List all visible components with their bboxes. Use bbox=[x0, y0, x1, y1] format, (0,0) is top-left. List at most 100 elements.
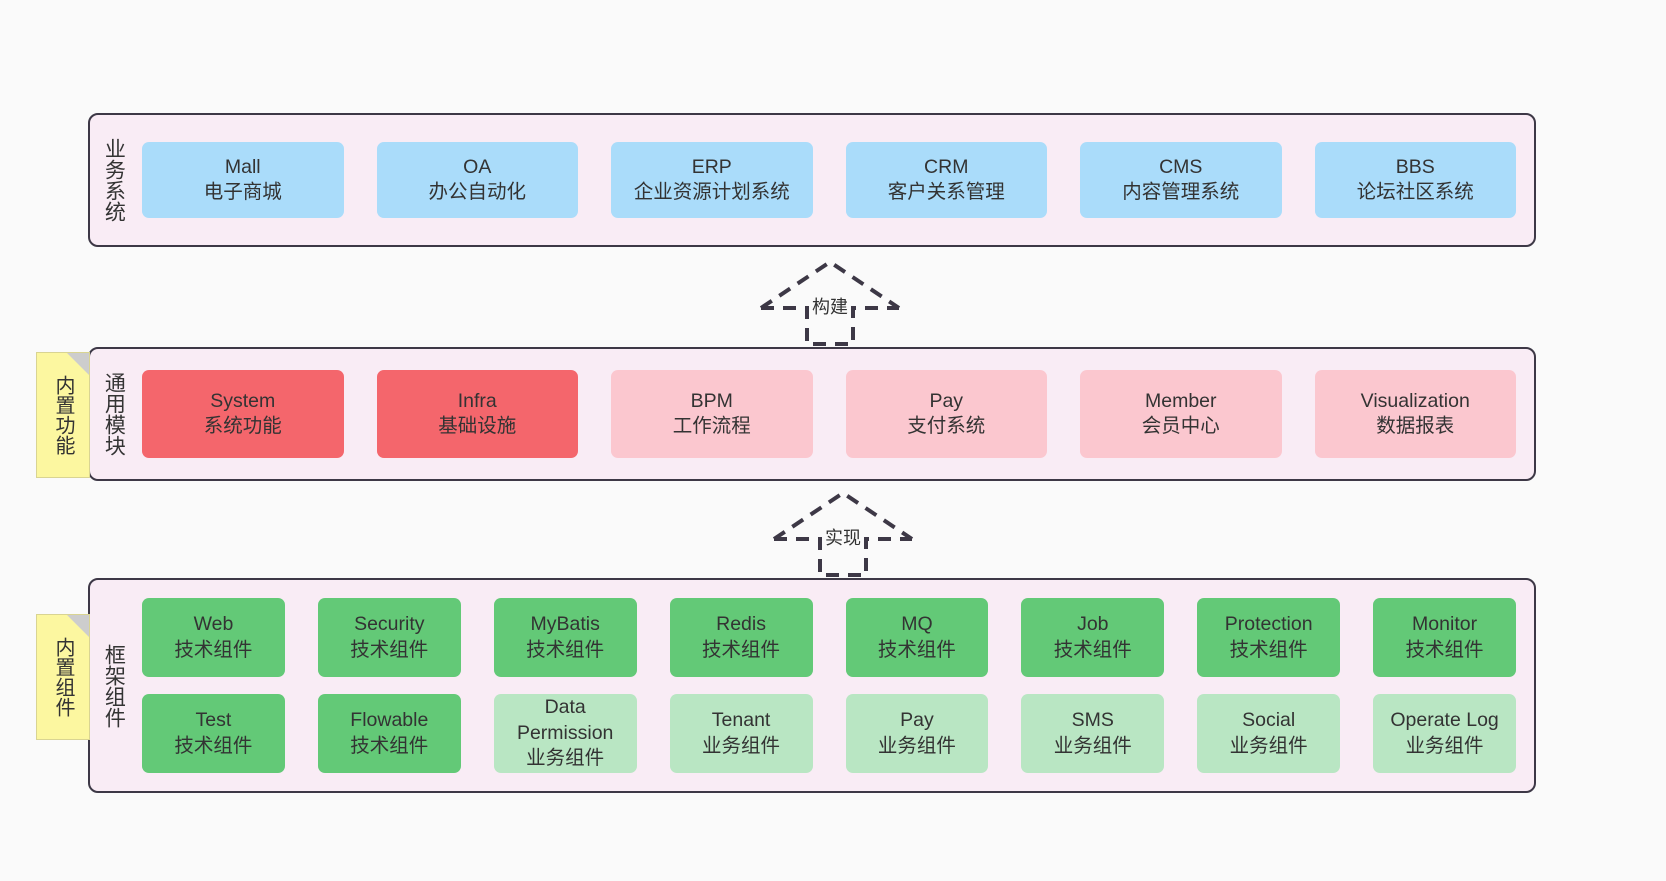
box-title: Data Permission bbox=[516, 696, 614, 744]
module-row: System 系统功能 Infra 基础设施 BPM 工作流程 Pay 支付系统… bbox=[142, 370, 1516, 458]
framework-box-tenant[interactable]: Tenant 业务组件 bbox=[669, 694, 813, 773]
framework-box-security[interactable]: Security 技术组件 bbox=[317, 598, 461, 677]
box-title: Visualization bbox=[1360, 389, 1470, 412]
box-subtitle: 论坛社区系统 bbox=[1356, 181, 1474, 203]
box-title: Test bbox=[195, 709, 232, 732]
box-subtitle: 技术组件 bbox=[174, 638, 253, 661]
box-title: Operate Log bbox=[1390, 709, 1499, 732]
box-subtitle: 业务组件 bbox=[1229, 734, 1308, 757]
layer-framework-body: Web 技术组件 Security 技术组件 MyBatis 技术组件 Redi… bbox=[136, 580, 1534, 791]
framework-box-monitor[interactable]: Monitor 技术组件 bbox=[1373, 598, 1516, 677]
module-box-pay[interactable]: Pay 支付系统 bbox=[845, 370, 1047, 458]
box-title: Pay bbox=[900, 709, 934, 732]
box-title: Flowable bbox=[350, 709, 429, 732]
layer-business-system: 业务系统 Mall 电子商城 OA 办公自动化 ERP 企业资源计划系统 CRM bbox=[88, 113, 1536, 247]
sticky-note-builtin-functions: 内置功能 bbox=[36, 352, 90, 478]
box-subtitle: 系统功能 bbox=[203, 415, 282, 437]
box-subtitle: 客户关系管理 bbox=[887, 181, 1005, 203]
framework-box-web[interactable]: Web 技术组件 bbox=[142, 598, 285, 677]
layer-business-body: Mall 电子商城 OA 办公自动化 ERP 企业资源计划系统 CRM 客户关系… bbox=[136, 115, 1534, 245]
box-title: SMS bbox=[1071, 709, 1114, 732]
box-subtitle: 技术组件 bbox=[174, 734, 253, 757]
layer-module-title: 通用模块 bbox=[102, 372, 126, 456]
box-title: BPM bbox=[690, 389, 733, 412]
framework-box-data-permission[interactable]: Data Permission 业务组件 bbox=[493, 694, 637, 773]
box-title: Redis bbox=[716, 613, 766, 636]
box-subtitle: 数据报表 bbox=[1376, 415, 1455, 437]
framework-box-mq[interactable]: MQ 技术组件 bbox=[845, 598, 989, 677]
arrow-build-label: 构建 bbox=[812, 297, 848, 317]
framework-box-social[interactable]: Social 业务组件 bbox=[1197, 694, 1341, 773]
box-subtitle: 技术组件 bbox=[702, 638, 781, 661]
box-subtitle: 工作流程 bbox=[672, 415, 751, 437]
layer-module-body: System 系统功能 Infra 基础设施 BPM 工作流程 Pay 支付系统… bbox=[136, 349, 1534, 479]
module-box-bpm[interactable]: BPM 工作流程 bbox=[611, 370, 813, 458]
sticky-note-label: 内置功能 bbox=[52, 375, 74, 455]
box-title: MQ bbox=[901, 613, 933, 636]
framework-box-operate-log[interactable]: Operate Log 业务组件 bbox=[1373, 694, 1516, 773]
box-subtitle: 业务组件 bbox=[526, 747, 605, 770]
box-subtitle: 业务组件 bbox=[1405, 734, 1484, 757]
layer-business-title: 业务系统 bbox=[102, 138, 126, 222]
fold-corner-icon bbox=[67, 615, 89, 637]
module-box-member[interactable]: Member 会员中心 bbox=[1080, 370, 1282, 458]
framework-box-mybatis[interactable]: MyBatis 技术组件 bbox=[493, 598, 637, 677]
box-title: MyBatis bbox=[530, 613, 600, 636]
box-title: CRM bbox=[924, 155, 969, 178]
module-box-system[interactable]: System 系统功能 bbox=[142, 370, 344, 458]
arrow-implement: 实现 bbox=[768, 487, 918, 579]
business-box-cms[interactable]: CMS 内容管理系统 bbox=[1080, 142, 1282, 218]
box-title: OA bbox=[463, 155, 492, 178]
framework-box-redis[interactable]: Redis 技术组件 bbox=[669, 598, 813, 677]
framework-box-sms[interactable]: SMS 业务组件 bbox=[1021, 694, 1165, 773]
box-title: Pay bbox=[929, 389, 964, 412]
business-box-bbs[interactable]: BBS 论坛社区系统 bbox=[1314, 142, 1516, 218]
box-title: Mall bbox=[224, 155, 261, 178]
box-subtitle: 技术组件 bbox=[1053, 638, 1132, 661]
box-title: CMS bbox=[1159, 155, 1203, 178]
arrow-head-chevron bbox=[772, 490, 914, 541]
box-title: Tenant bbox=[711, 709, 771, 732]
arrow-build: 构建 bbox=[755, 256, 905, 348]
business-box-oa[interactable]: OA 办公自动化 bbox=[376, 142, 578, 218]
box-subtitle: 技术组件 bbox=[877, 638, 956, 661]
module-box-infra[interactable]: Infra 基础设施 bbox=[376, 370, 578, 458]
module-box-visualization[interactable]: Visualization 数据报表 bbox=[1314, 370, 1516, 458]
business-row: Mall 电子商城 OA 办公自动化 ERP 企业资源计划系统 CRM 客户关系… bbox=[142, 142, 1516, 218]
box-subtitle: 企业资源计划系统 bbox=[633, 181, 790, 203]
box-subtitle: 技术组件 bbox=[350, 734, 429, 757]
box-subtitle: 支付系统 bbox=[907, 415, 986, 437]
box-title: Job bbox=[1077, 613, 1109, 636]
framework-box-protection[interactable]: Protection 技术组件 bbox=[1197, 598, 1341, 677]
framework-box-pay[interactable]: Pay 业务组件 bbox=[845, 694, 989, 773]
box-subtitle: 内容管理系统 bbox=[1122, 181, 1240, 203]
box-title: Social bbox=[1242, 709, 1296, 732]
sticky-note-label: 内置组件 bbox=[52, 637, 74, 717]
business-box-crm[interactable]: CRM 客户关系管理 bbox=[845, 142, 1047, 218]
box-title: BBS bbox=[1395, 155, 1435, 178]
box-subtitle: 业务组件 bbox=[702, 734, 781, 757]
business-box-mall[interactable]: Mall 电子商城 bbox=[142, 142, 344, 218]
box-title: Web bbox=[193, 613, 234, 636]
box-subtitle: 会员中心 bbox=[1141, 415, 1220, 437]
framework-box-flowable[interactable]: Flowable 技术组件 bbox=[317, 694, 461, 773]
box-title: Member bbox=[1144, 389, 1217, 412]
business-box-erp[interactable]: ERP 企业资源计划系统 bbox=[611, 142, 813, 218]
layer-framework-title: 框架组件 bbox=[102, 643, 126, 728]
box-subtitle: 技术组件 bbox=[350, 638, 429, 661]
box-subtitle: 技术组件 bbox=[526, 638, 605, 661]
box-subtitle: 业务组件 bbox=[1053, 734, 1132, 757]
box-title: Protection bbox=[1224, 613, 1313, 636]
arrow-implement-label: 实现 bbox=[825, 528, 861, 548]
framework-box-test[interactable]: Test 技术组件 bbox=[142, 694, 285, 773]
fold-corner-icon bbox=[67, 353, 89, 375]
sticky-note-builtin-components: 内置组件 bbox=[36, 614, 90, 740]
box-subtitle: 技术组件 bbox=[1229, 638, 1308, 661]
arrow-head-chevron bbox=[759, 259, 901, 310]
box-title: Infra bbox=[457, 389, 497, 412]
box-title: Security bbox=[354, 613, 425, 636]
box-title: Monitor bbox=[1412, 613, 1478, 636]
layer-general-module: 通用模块 System 系统功能 Infra 基础设施 BPM 工作流程 Pay bbox=[88, 347, 1536, 481]
framework-box-job[interactable]: Job 技术组件 bbox=[1021, 598, 1165, 677]
